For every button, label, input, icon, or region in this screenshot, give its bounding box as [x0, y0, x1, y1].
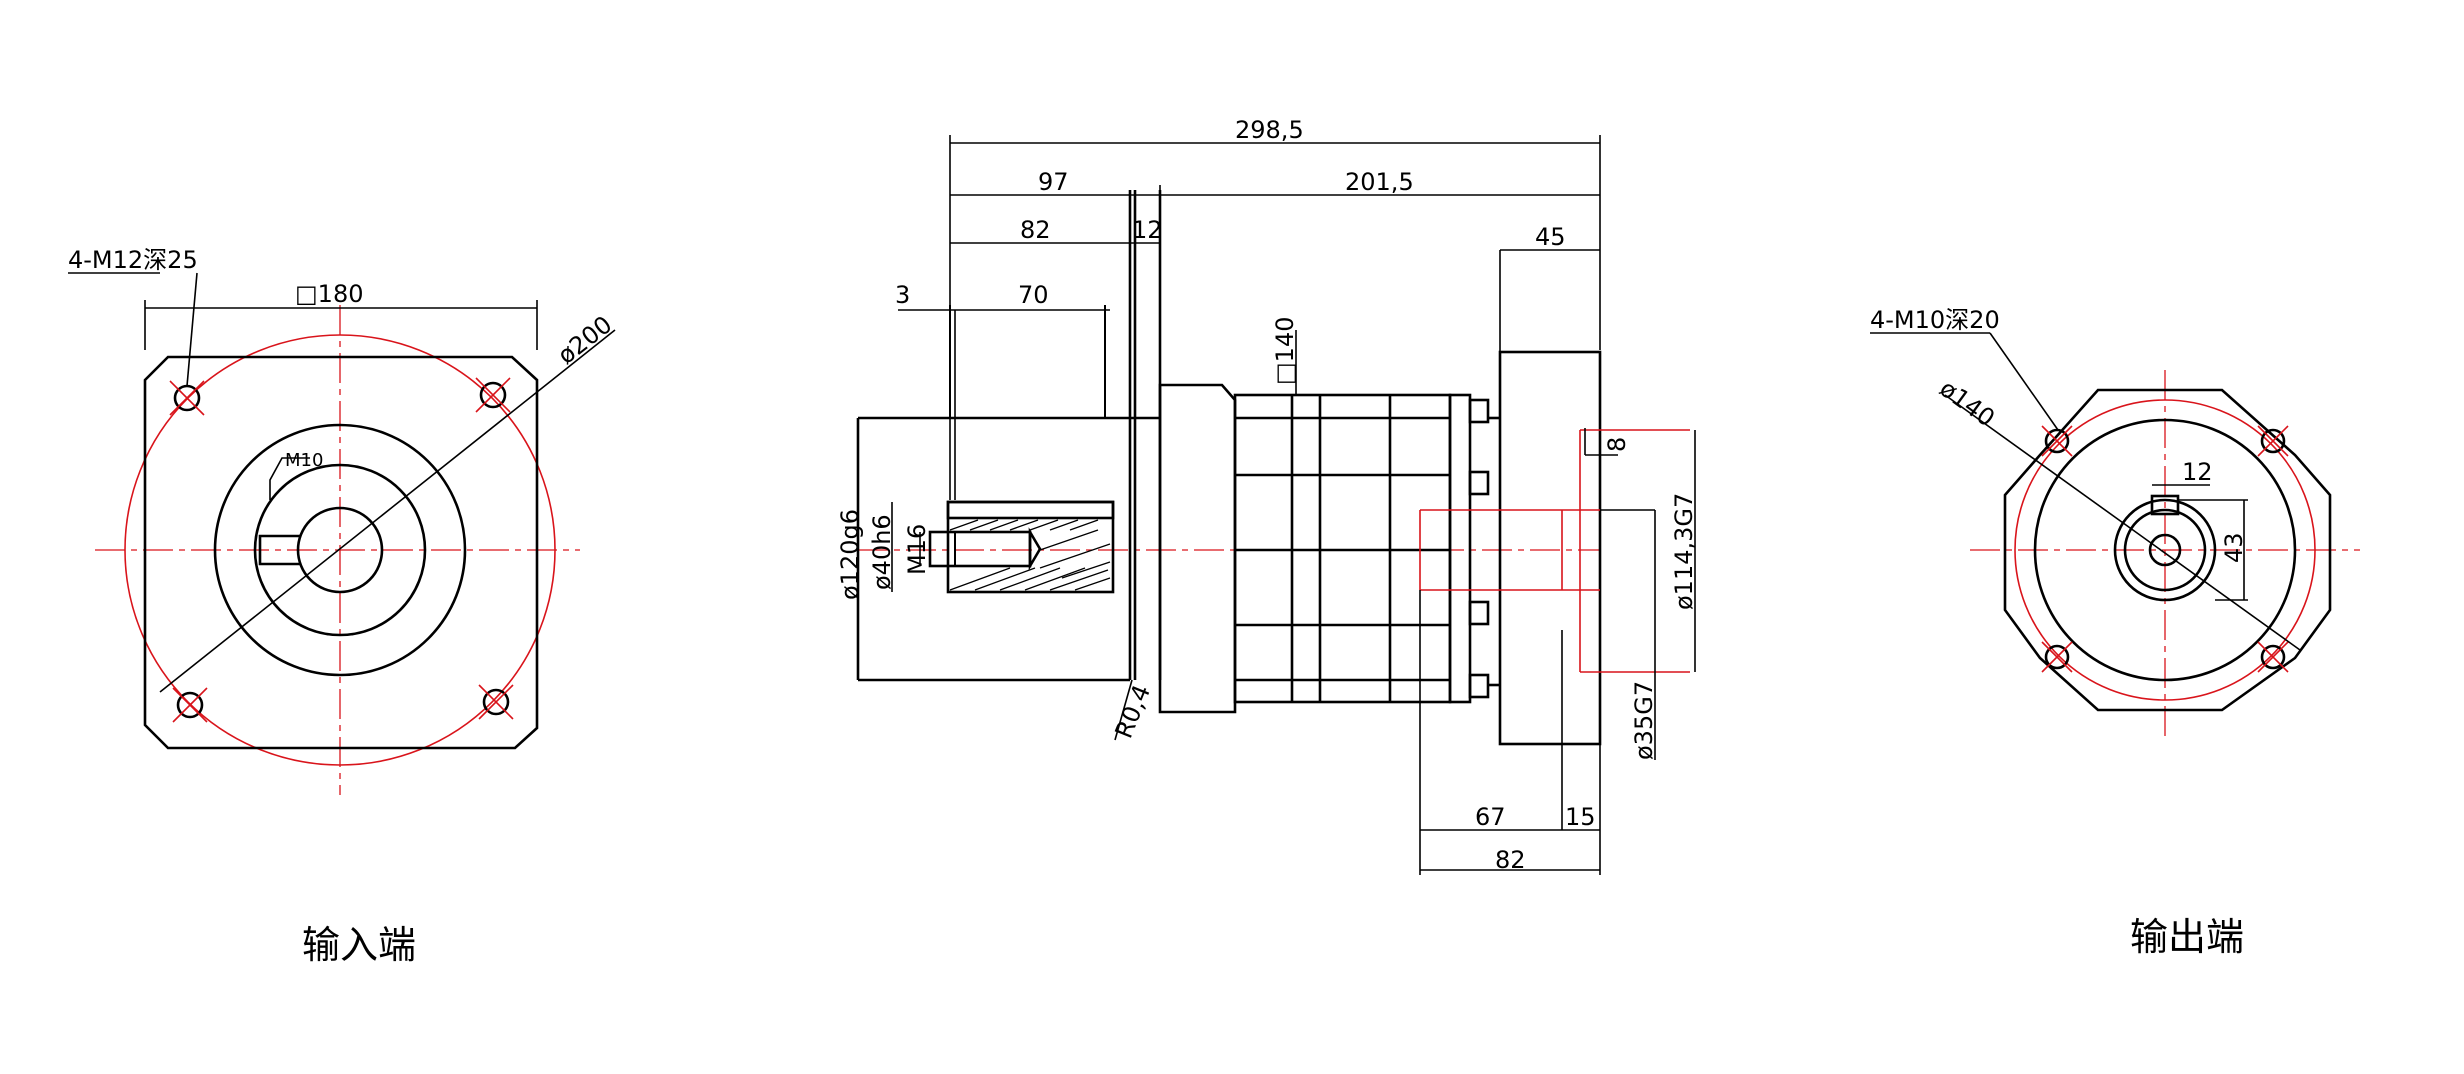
side-r04-dim: R0,4 [1110, 681, 1157, 742]
output-key [2150, 494, 2180, 516]
output-end-view: 4-M10深20 ø140 12 43 输出端 [1870, 306, 2360, 959]
side-dia40-dim: ø40h6 [868, 514, 896, 590]
side-m16-dim: M16 [903, 524, 931, 575]
output-flange-octagon [2003, 388, 2332, 712]
side-70-dim: 70 [1018, 281, 1049, 309]
output-pilot-circle [2033, 418, 2297, 682]
output-height-dim: 43 [2220, 532, 2248, 563]
input-circle-dim: ø200 [552, 310, 617, 369]
input-tap-leader [269, 457, 310, 500]
output-key-dim: 12 [2182, 458, 2213, 486]
input-square-dim: □180 [295, 280, 363, 308]
output-caption: 输出端 [2130, 915, 2244, 959]
input-end-view: □180 4-M12深25 ø200 M10 输入端 [68, 246, 617, 967]
side-square-140-dim: □140 [1271, 317, 1299, 385]
output-holes-dim: 4-M10深20 [1870, 306, 2000, 334]
side-8-dim: 8 [1603, 437, 1631, 452]
input-bolt-holes [169, 377, 514, 723]
side-67-dim: 67 [1475, 803, 1506, 831]
side-15-dim: 15 [1565, 803, 1596, 831]
side-82-dim: 82 [1020, 216, 1051, 244]
side-output-flange [1498, 350, 1602, 746]
side-dia114-dim: ø114,3G7 [1670, 493, 1698, 610]
output-shaft-ring [2113, 498, 2217, 602]
input-bore-ring [253, 463, 427, 637]
side-dia120-dim: ø120g6 [836, 509, 864, 600]
input-flange-square [143, 355, 539, 750]
side-201-dim: 201,5 [1345, 168, 1414, 196]
side-total-dim: 298,5 [1235, 116, 1304, 144]
input-caption: 输入端 [302, 923, 416, 967]
side-view: 298,5 97 201,5 82 12 3 70 45 □140 8 ø120… [836, 116, 1698, 875]
output-shaft [2123, 508, 2207, 592]
side-gear-housing [1233, 393, 1452, 704]
input-diameter-leader [159, 329, 616, 693]
side-dia35-dim: ø35G7 [1630, 681, 1658, 760]
side-45-dim: 45 [1535, 223, 1566, 251]
input-keyway [258, 534, 300, 566]
side-adapter-body [1158, 383, 1237, 714]
output-bolt-holes [2041, 425, 2289, 673]
side-82b-dim: 82 [1495, 846, 1526, 874]
output-diameter-leader [1944, 394, 2301, 651]
input-tap-dim: M10 [285, 450, 323, 471]
output-circle-dim: ø140 [1934, 374, 1999, 432]
input-bore [296, 506, 384, 594]
output-bolt-circle [2014, 399, 2316, 701]
side-3-dim: 3 [895, 281, 910, 309]
input-pilot-circle [213, 423, 467, 677]
output-center-hole [2148, 533, 2182, 567]
side-12-dim: 12 [1132, 216, 1163, 244]
side-shaft-section [928, 500, 1115, 594]
input-holes-dim: 4-M12深25 [68, 246, 198, 274]
side-97-dim: 97 [1038, 168, 1069, 196]
input-bolt-circle [124, 334, 556, 766]
